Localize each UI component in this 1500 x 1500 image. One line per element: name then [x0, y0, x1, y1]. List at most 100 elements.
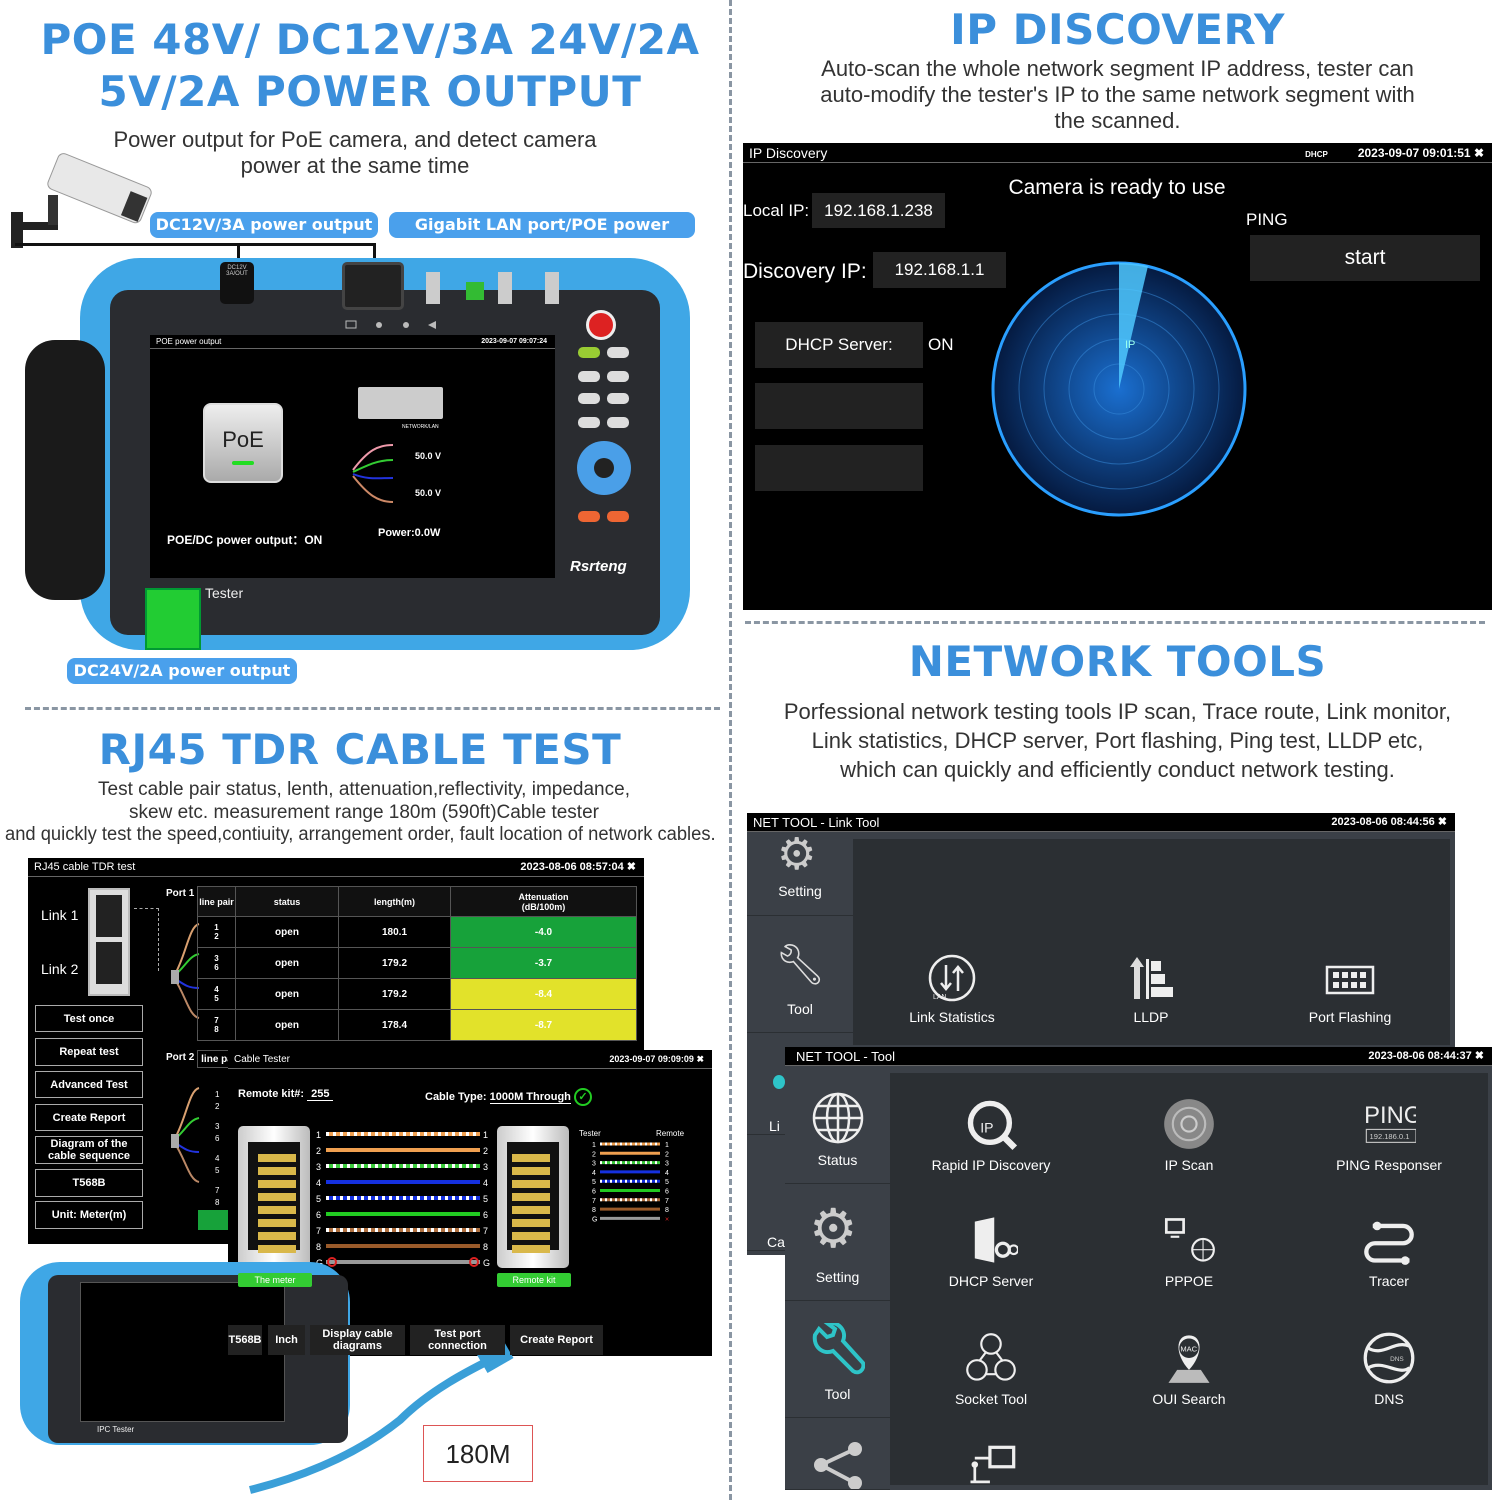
ping-start-button[interactable]: start [1250, 235, 1480, 281]
tdr-button[interactable]: Advanced Test [35, 1071, 143, 1098]
sidebar-item-share[interactable] [785, 1418, 890, 1490]
attenuation-cell: -8.4 [450, 978, 637, 1010]
network-computer-icon [970, 1445, 1016, 1484]
legend-remote: Remote [656, 1129, 685, 1138]
tdr-button[interactable]: Create Report [35, 1104, 143, 1131]
pair-number: 5 [215, 1166, 220, 1175]
empty-button[interactable] [755, 445, 923, 491]
local-ip-field[interactable]: 192.168.1.238 [812, 193, 945, 228]
legend-pin: G [592, 1216, 597, 1223]
tool-item[interactable]: Tracer [1289, 1213, 1489, 1289]
sidebar-item-status[interactable]: Status [785, 1067, 890, 1184]
power-output-status: POE/DC power output：ON [167, 533, 323, 547]
status-message: Camera is ready to use [1008, 176, 1226, 199]
ip-discovery-title: IP DISCOVERY [950, 5, 1285, 54]
close-icon[interactable]: ✖ [626, 861, 636, 873]
tdr-title: RJ45 TDR CABLE TEST [98, 725, 622, 774]
legend-pin: 1 [665, 1142, 669, 1149]
cable-tester-button[interactable]: Test port connection [410, 1325, 505, 1355]
rj45-dual-port-icon [88, 888, 130, 996]
tdr-button[interactable]: Repeat test [35, 1038, 143, 1066]
tool-item[interactable]: PPPOE [1089, 1213, 1289, 1289]
pair-number: 1 [215, 1090, 220, 1099]
datetime: 2023-08-06 08:44:37 [1368, 1050, 1472, 1062]
ip-discovery-desc-1: Auto-scan the whole network segment IP a… [821, 56, 1414, 81]
remote-kit-button-label: Remote kit [497, 1273, 571, 1287]
cable-tester-button[interactable]: T568B [228, 1325, 262, 1355]
close-icon[interactable]: ✖ [696, 1054, 704, 1064]
sidebar-item-cable[interactable]: Ca [747, 1234, 787, 1251]
dhcp-status-icon: DHCP [1305, 150, 1328, 159]
fault-icon [469, 1257, 479, 1267]
close-icon[interactable]: ✖ [1473, 146, 1484, 160]
voltage-2: 50.0 V [415, 488, 442, 498]
status-cell: open [235, 978, 339, 1010]
check-circle-icon: ✓ [573, 1088, 592, 1106]
discovery-ip-field[interactable]: 192.168.1.1 [873, 252, 1006, 288]
tool-link-statistics[interactable]: LAN Link Statistics [852, 953, 1052, 1025]
pin-label: 1 [483, 1130, 488, 1140]
network-tools-desc-1: Porfessional network testing tools IP sc… [783, 699, 1452, 724]
power-button[interactable] [586, 310, 616, 340]
tdr-button[interactable]: Test once [35, 1005, 143, 1032]
keypad[interactable] [575, 345, 635, 530]
camera-image [11, 153, 152, 248]
close-icon[interactable]: ✖ [1437, 816, 1447, 828]
link-statistics-icon: LAN [928, 954, 976, 1002]
tool-item[interactable]: Socket Tool [891, 1331, 1091, 1407]
tool-item[interactable] [891, 1443, 1091, 1490]
dc-jack: DC12V 3A/OUT [220, 262, 254, 304]
svg-text:PING: PING [1364, 1102, 1416, 1129]
pin-label: 6 [483, 1210, 488, 1220]
poe-button-label: PoE [222, 427, 264, 452]
pin-label: 7 [316, 1226, 321, 1236]
empty-button[interactable] [755, 383, 923, 429]
ipc-tester-label: IPC Tester [97, 1425, 135, 1434]
legend-pin: 7 [592, 1198, 596, 1205]
tool-label: LLDP [1133, 1009, 1169, 1025]
legend-pin: 3 [592, 1161, 596, 1168]
legend-pin: 5 [592, 1179, 596, 1186]
poe-button[interactable]: PoE [203, 403, 283, 483]
brand-logo: Rsrteng [570, 558, 627, 575]
sidebar-item-tool[interactable]: Tool [747, 916, 853, 1033]
close-icon[interactable]: ✖ [1474, 1050, 1484, 1062]
pin-label: 4 [483, 1178, 488, 1188]
sidebar-item-setting[interactable]: Setting [747, 833, 853, 916]
cable-tester-button[interactable]: Inch [268, 1325, 305, 1355]
power-reading: Power:0.0W [378, 527, 441, 539]
wrench-icon: 🔧︎ [775, 943, 826, 987]
tool-item[interactable]: IP Scan [1089, 1097, 1289, 1173]
dns-icon: DNS [1363, 1332, 1415, 1384]
link2-label: Link 2 [41, 961, 79, 977]
tdr-button[interactable]: T568B [35, 1169, 143, 1197]
sidebar-item-tool[interactable]: Tool [785, 1301, 890, 1418]
gear-icon: ⚙ [777, 830, 817, 879]
length-label: 180M [423, 1425, 533, 1482]
cable-tester-button[interactable]: Display cable diagrams [310, 1325, 405, 1355]
screen-title: NET TOOL - Tool [796, 1049, 895, 1064]
sidebar-item-link[interactable]: Li [747, 1118, 787, 1135]
sidebar-item-setting[interactable]: Setting [785, 1184, 890, 1301]
tdr-button[interactable]: Diagram of the cable sequence [35, 1136, 143, 1164]
tool-port-flashing[interactable]: Port Flashing [1250, 953, 1450, 1025]
network-tools-desc-2: Link statistics, DHCP server, Port flash… [811, 728, 1424, 753]
tdr-button[interactable]: Unit: Meter(m) [35, 1201, 143, 1229]
tool-label: Socket Tool [954, 1391, 1028, 1407]
tool-item[interactable]: DHCP Server [891, 1213, 1091, 1289]
fault-icon [327, 1257, 337, 1267]
dhcp-server-button[interactable]: DHCP Server: [755, 322, 923, 368]
tool-lldp[interactable]: LLDP [1051, 953, 1251, 1025]
meter-label: The meter [238, 1273, 312, 1287]
attenuation-cell: -3.7 [450, 947, 637, 979]
cable-tester-button[interactable]: Create Report [510, 1325, 603, 1355]
connector-line [237, 243, 240, 263]
length-cell: 178.4 [338, 1009, 451, 1041]
